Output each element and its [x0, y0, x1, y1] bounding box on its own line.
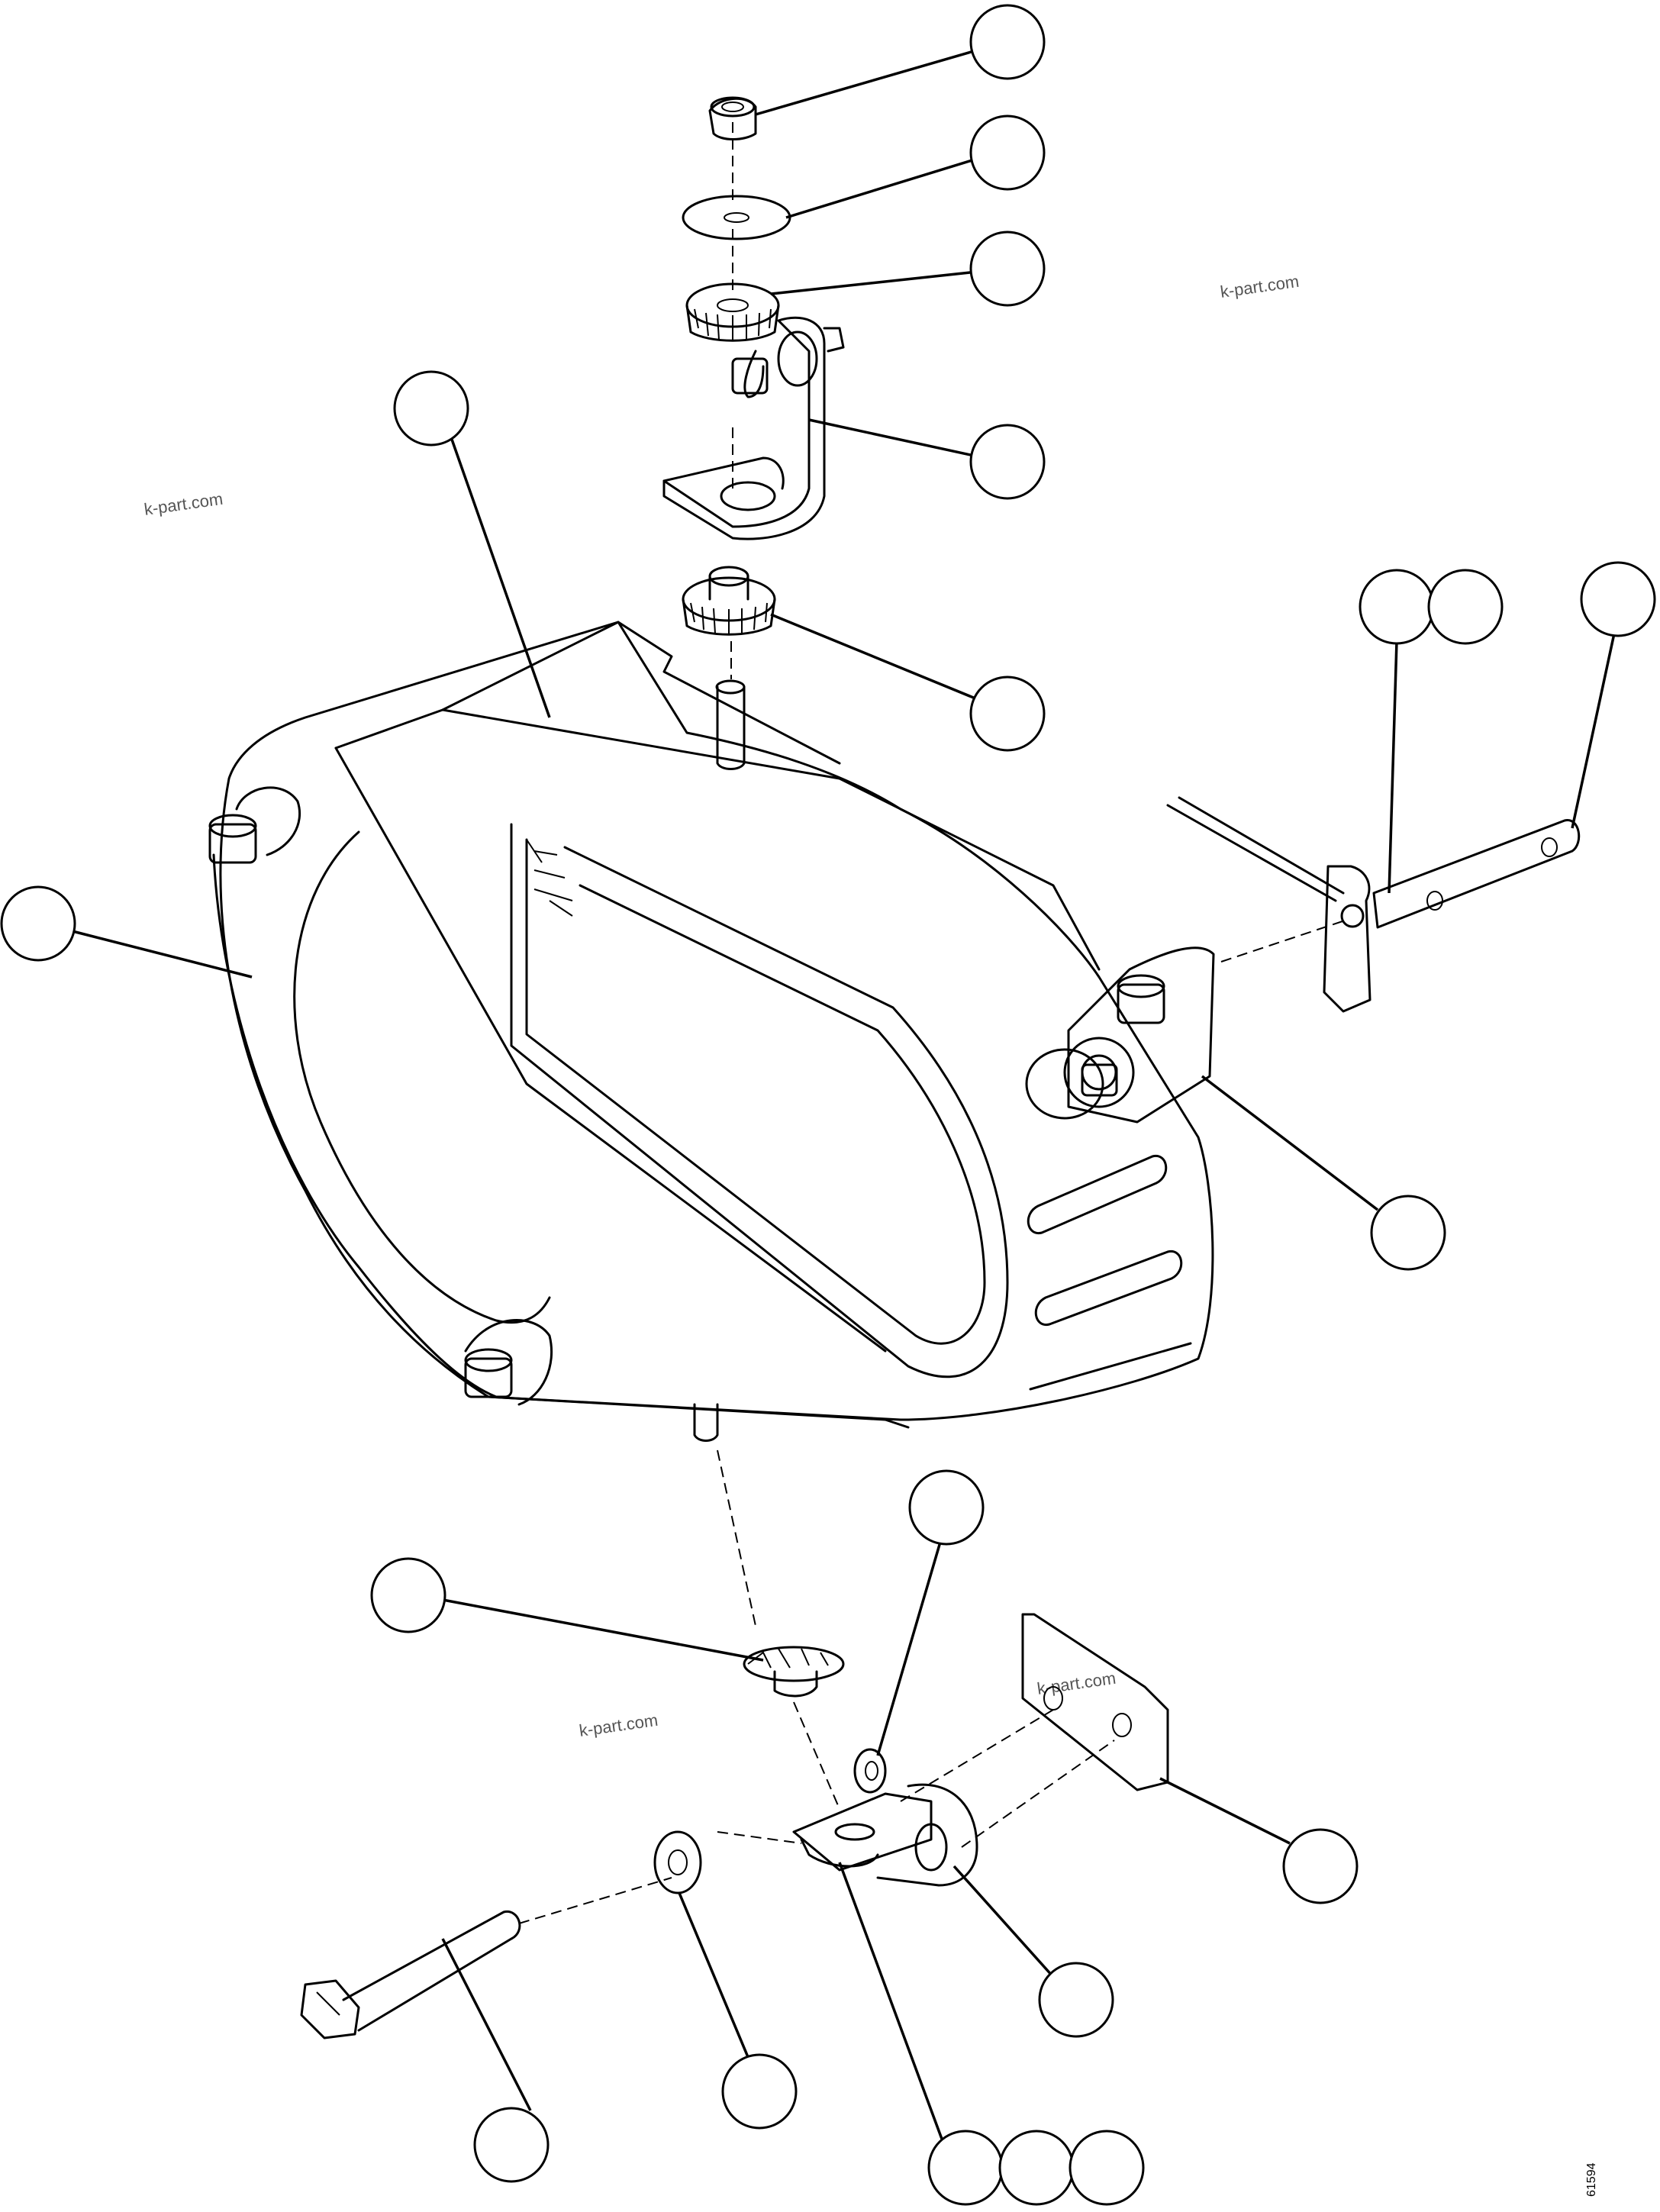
cover-bolt-upper	[208, 786, 301, 864]
lower-l-bracket	[792, 1783, 978, 1887]
bottom-axis-line	[717, 1449, 840, 1810]
callout-c6	[393, 370, 469, 447]
flat-washer-bottom	[653, 1830, 702, 1894]
callout-c1	[969, 4, 1046, 80]
top-axis-line	[730, 122, 733, 679]
callout-c7	[0, 885, 76, 962]
mount-plate-lower	[1021, 1613, 1169, 1791]
spline-gear-bottom	[743, 1646, 845, 1698]
watermark-2: k-part.com	[143, 489, 224, 519]
callout-c8	[1359, 569, 1435, 645]
control-lever	[1166, 796, 1581, 1013]
belt-cover-housing	[212, 621, 1214, 1429]
watermark-1: k-part.com	[1219, 272, 1300, 301]
hex-bolt-bottom	[300, 1911, 521, 2039]
plate-axis-lines	[518, 1709, 1115, 1924]
watermark-4: k-part.com	[578, 1711, 659, 1740]
spline-gear-top	[685, 282, 780, 342]
lock-nut-top	[708, 96, 757, 140]
cover-bolt-lower	[464, 1319, 553, 1406]
small-washer-right	[853, 1748, 887, 1794]
callout-c3	[969, 231, 1046, 307]
callout-c12	[908, 1469, 985, 1546]
callout-c18	[927, 2130, 1004, 2206]
lever-axis-line	[1220, 919, 1348, 963]
callout-c9	[1427, 569, 1504, 645]
callout-c11	[1370, 1195, 1446, 1271]
callout-c17	[473, 2107, 550, 2183]
right-mount-bracket	[1025, 946, 1215, 1124]
callout-c2	[969, 114, 1046, 191]
figure-code: 61594	[1585, 2162, 1598, 2197]
callout-c4	[969, 424, 1046, 500]
callout-c5	[969, 676, 1046, 752]
drive-shaft-bottom	[693, 1403, 719, 1442]
callout-c20	[1069, 2130, 1145, 2206]
upper-l-bracket	[662, 316, 845, 540]
flat-washer-top	[682, 195, 791, 240]
drive-shaft-top	[715, 679, 746, 770]
callout-c14	[1282, 1828, 1359, 1904]
spline-gear-middle	[682, 566, 776, 636]
callout-c19	[998, 2130, 1075, 2206]
callouts	[0, 4, 1656, 2206]
callout-c10	[1580, 561, 1656, 637]
watermark-3: k-part.com	[1036, 1669, 1117, 1698]
callout-c15	[1038, 1962, 1114, 2038]
callout-c13	[370, 1557, 446, 1633]
leader-lines	[72, 44, 1616, 2142]
callout-c16	[721, 2053, 798, 2130]
